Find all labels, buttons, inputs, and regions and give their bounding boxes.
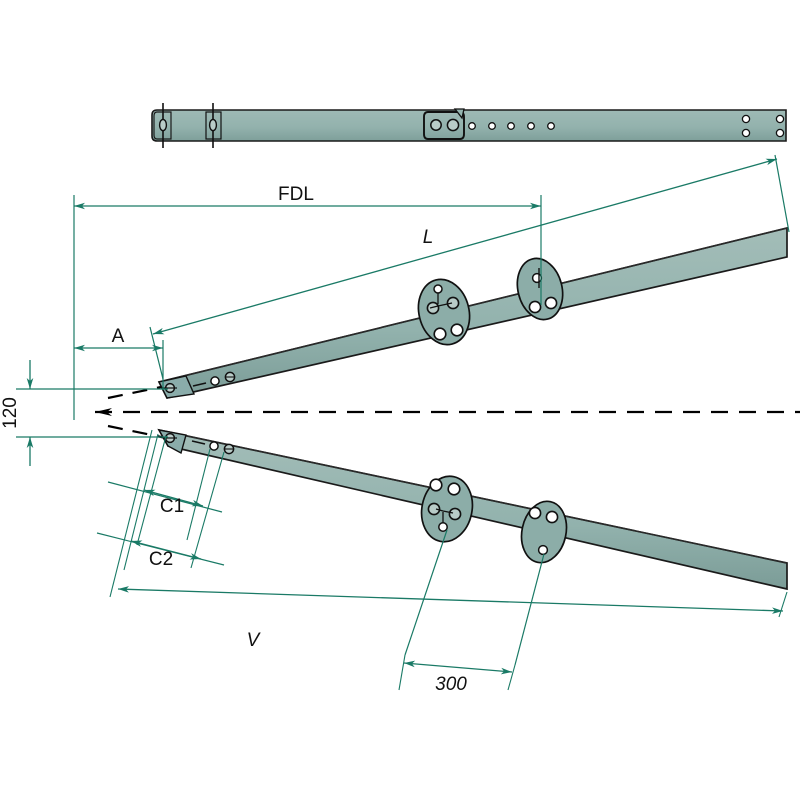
upper-arm-root-lug (157, 375, 196, 399)
upper-swing-arm (157, 226, 788, 399)
dimension-label-c2: C2 (149, 549, 173, 570)
top-bar-center-bracket (423, 108, 465, 140)
dimension-label-v: V (247, 630, 262, 651)
dimension-l: L (149, 154, 790, 380)
dimension-c2: C2 (96, 433, 225, 571)
top-bar-hole-row (468, 122, 555, 130)
top-bar-pin-2 (205, 103, 222, 148)
dimension-120: 120 (0, 360, 168, 466)
dimension-label-a: A (112, 326, 125, 347)
dimension-fdl: FDL (73, 184, 542, 420)
dimension-label-c1: C1 (160, 496, 184, 517)
dimension-a: A (74, 326, 164, 390)
lower-arm-bracket-1 (404, 475, 474, 656)
pivot-angle-dashes (107, 384, 167, 440)
dimension-300: 300 (398, 654, 516, 695)
horizontal-centerline (95, 408, 800, 416)
dimension-v: V (109, 429, 788, 651)
lower-arm-root-holes (191, 440, 235, 455)
top-bar-left-lug (153, 111, 172, 140)
lower-swing-arm (157, 428, 788, 666)
dimension-label-120: 120 (0, 397, 21, 429)
upper-arm-body (157, 226, 788, 399)
top-bar-pin-1 (158, 103, 168, 148)
dimension-label-fdl: FDL (278, 184, 314, 205)
dimension-c1: C1 (107, 435, 223, 546)
lower-arm-bracket-2 (514, 500, 568, 666)
top-bar-end-holes (741, 114, 785, 138)
top-bar-assembly (151, 103, 787, 148)
dimension-label-300: 300 (435, 674, 467, 695)
lower-arm-root-lug (157, 429, 187, 455)
dimension-label-l: L (423, 227, 434, 248)
upper-arm-root-holes (192, 371, 236, 387)
